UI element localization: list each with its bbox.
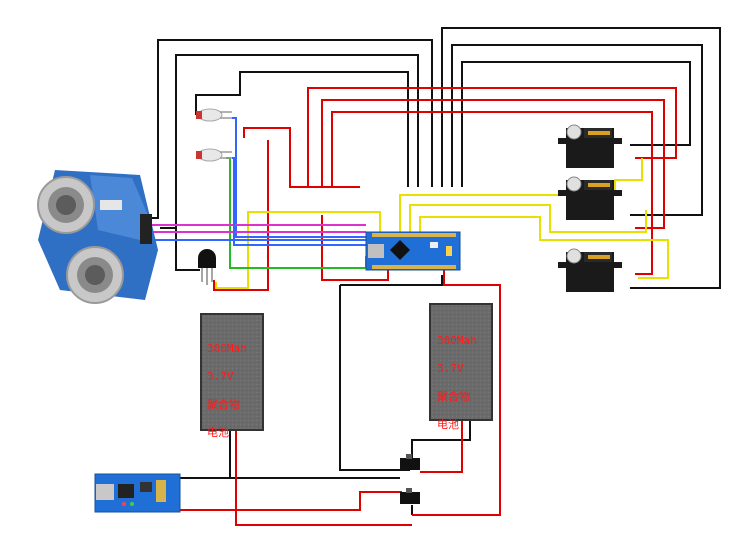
battery-1-voltage: 3.7V (207, 370, 234, 383)
temperature-sensor (198, 249, 216, 285)
led-2 (196, 148, 232, 162)
switch-1 (400, 454, 420, 470)
battery-2-kind: 电池 (437, 418, 459, 431)
battery-1-kind: 电池 (207, 426, 229, 439)
battery-1-label: 300Mah 3.7V 聚合物 电池 (207, 328, 247, 454)
servo-3 (558, 248, 622, 292)
charger-module (94, 473, 181, 513)
battery-1 (200, 313, 264, 431)
wires-red (180, 87, 677, 526)
servo-1 (558, 124, 622, 168)
wires-signal (150, 117, 367, 269)
battery-2-type: 聚合物 (437, 390, 470, 403)
battery-2-label: 300Mah 3.7V 聚合物 电池 (437, 320, 477, 446)
switch-2 (400, 488, 420, 504)
battery-2 (429, 303, 493, 421)
ultrasonic-sensor (37, 170, 158, 304)
battery-2-voltage: 3.7V (437, 362, 464, 375)
arduino-nano (365, 231, 461, 271)
battery-1-capacity: 300Mah (207, 342, 247, 355)
battery-1-type: 聚合物 (207, 398, 240, 411)
wires-black (150, 27, 721, 515)
battery-2-capacity: 300Mah (437, 334, 477, 347)
wires-yellow (215, 158, 669, 289)
led-1 (196, 108, 232, 122)
servo-2 (558, 176, 622, 220)
